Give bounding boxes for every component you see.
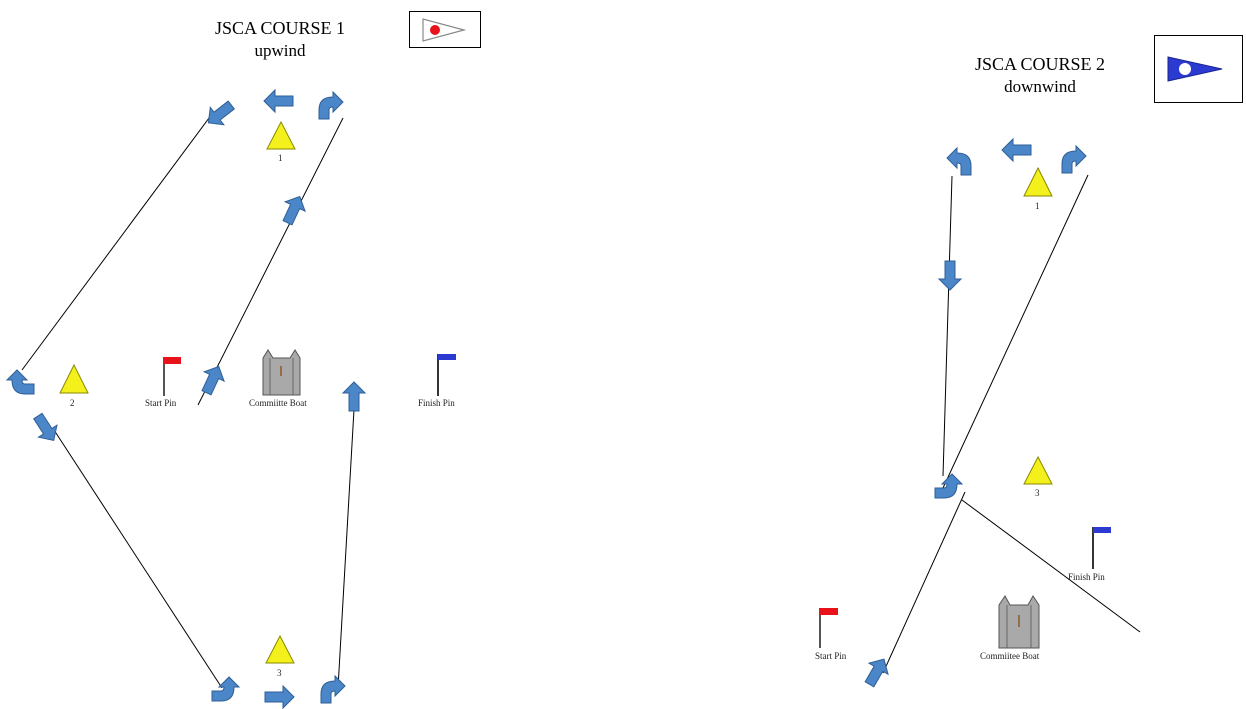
course2-finish-pin-label: Finish Pin [1068, 572, 1105, 582]
course2-mark-3-icon [1023, 455, 1053, 485]
course1-arrow-round-mark1 [318, 91, 344, 120]
course1-arrow-start [196, 361, 230, 398]
course1-mark-2-icon [59, 363, 89, 394]
course2-track [882, 174, 1141, 674]
pennant-blue-white-dot-icon [1167, 56, 1223, 82]
course1-start-pin-label: Start Pin [145, 398, 177, 408]
course1-signal-flag-box [409, 11, 481, 48]
course1-arrow-finish [342, 381, 366, 412]
course2-committee-boat-icon [998, 595, 1040, 649]
course1-start-pin-icon [163, 357, 181, 396]
course2-mark-3-label: 3 [1035, 488, 1040, 498]
course1-committee-boat-icon [262, 349, 301, 396]
course2-committee-boat-label: Commiitee Boat [980, 651, 1040, 661]
course1-committee-boat-label: Commiitte Boat [249, 398, 307, 408]
course1-arrow-leave-mark2 [28, 409, 64, 447]
course1-title-block: JSCA COURSE 1 upwind [180, 17, 380, 61]
course2-arrow-round-mark1 [1061, 145, 1087, 174]
course2-arrow-round-gate [934, 473, 963, 499]
pennant-red-dot-icon [422, 18, 467, 42]
course1-arrows [6, 89, 366, 709]
course2-arrow-turn-down [946, 147, 972, 176]
course2-arrow-run [938, 260, 962, 291]
course2-signal-flag-box [1154, 35, 1243, 103]
course1-arrow-round-to-finish [320, 675, 346, 704]
course1-arrow-reach [201, 95, 239, 133]
marks [59, 120, 1053, 664]
course2-arrow-start [859, 653, 895, 691]
course2-arrows [859, 138, 1087, 691]
course2-mark-1-icon [1023, 166, 1053, 197]
course2-start-pin-icon [819, 608, 838, 648]
course2-subtitle: downwind [1004, 76, 1076, 96]
course1-arrow-leave-mark1 [263, 89, 294, 113]
course1-mark-2-label: 2 [70, 398, 75, 408]
course1-arrow-leeward [264, 685, 295, 709]
course1-finish-pin-label: Finish Pin [418, 398, 455, 408]
course1-arrow-round-mark3 [211, 676, 240, 702]
course2-arrow-leave-mark1 [1001, 138, 1032, 162]
course1-finish-pin-icon [437, 354, 456, 396]
course1-subtitle: upwind [254, 40, 306, 60]
course2-start-pin-label: Start Pin [815, 651, 847, 661]
course1-mark-1-label: 1 [278, 153, 283, 163]
course1-arrow-round-mark2 [6, 369, 35, 395]
course2-mark-1-label: 1 [1035, 201, 1040, 211]
course1-arrow-beat [277, 191, 311, 228]
course1-title: JSCA COURSE 1 [214, 18, 346, 38]
course1-mark-3-label: 3 [277, 668, 282, 678]
course2-title-block: JSCA COURSE 2 downwind [940, 53, 1140, 97]
course2-finish-pin-icon [1092, 527, 1111, 569]
course2-title: JSCA COURSE 2 [974, 54, 1106, 74]
course1-track [21, 113, 356, 689]
course1-mark-3-icon [265, 634, 295, 664]
course1-mark-1-icon [266, 120, 296, 150]
